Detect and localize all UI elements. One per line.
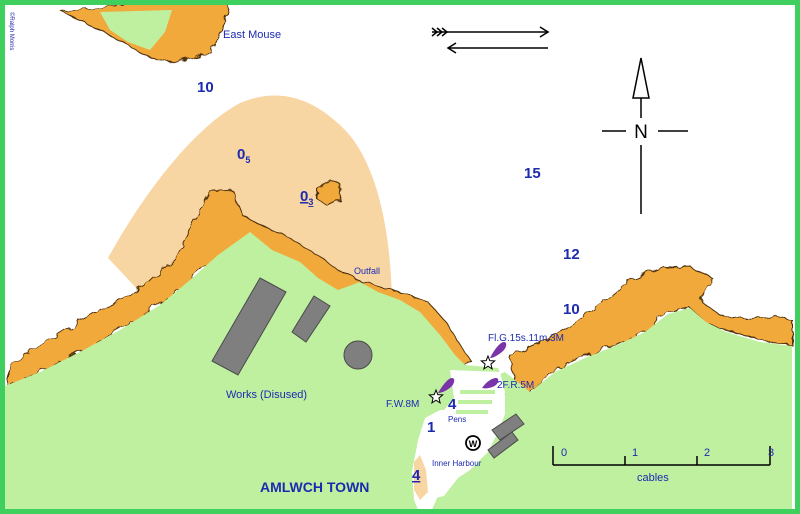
light-stars: [428, 354, 496, 405]
place-labels: East Mouse Outfall Works (Disused) Pens …: [223, 29, 482, 495]
scale-tick-label: 3: [768, 447, 774, 459]
depth-sounding: 15: [524, 165, 541, 182]
depth-sounding-drying: 05: [237, 146, 250, 165]
land: [0, 10, 792, 514]
scale-tick-label: 0: [561, 447, 567, 459]
east-light-flare-icon: [482, 378, 499, 389]
water-tap-icon: W: [465, 435, 481, 451]
light-flares: [438, 342, 507, 393]
depth-sounding-harbour: 1: [427, 419, 435, 436]
town-label: AMLWCH TOWN: [260, 479, 369, 495]
works-building-large: [211, 277, 287, 376]
breakwater-light-label: Fl.G.15s.11m.3M: [488, 333, 564, 344]
outfall-label: Outfall: [354, 266, 380, 276]
light-labels: Fl.G.15s.11m.3M F.W.8M 2F.R.5M: [386, 333, 564, 410]
pens-label: Pens: [448, 415, 466, 424]
compass-north-label: N: [634, 122, 648, 143]
depth-soundings: 10 15 12 10 05 03 4 1 4: [197, 79, 580, 484]
scale-tick-label: 2: [704, 447, 710, 459]
west-light-star-icon: [428, 388, 444, 405]
west-light-flare-icon: [438, 378, 455, 393]
scale-unit-label: cables: [637, 472, 669, 484]
east-coast-rock: [509, 265, 793, 393]
works-building-small: [291, 295, 331, 343]
east-land: [430, 308, 792, 514]
depth-sounding: 12: [563, 246, 580, 263]
buildings: [211, 277, 525, 459]
depth-sounding: 10: [197, 79, 214, 96]
east-light-label: 2F.R.5M: [497, 380, 534, 391]
depth-sounding-harbour: 4: [448, 396, 457, 413]
west-light-label: F.W.8M: [386, 399, 419, 410]
harbour-pens: [456, 390, 495, 414]
mainland: [0, 232, 502, 514]
drying-sand-area: [108, 95, 392, 301]
credit-text: ©Ralph Morris: [8, 12, 15, 50]
stream-arrows-icon: [431, 26, 550, 54]
inner-harbour-label: Inner Harbour: [432, 459, 482, 468]
small-rock: [317, 179, 343, 207]
harbour-building-2: [487, 431, 519, 459]
scale-tick-label: 1: [632, 447, 638, 459]
scale-bar: 0 1 2 3 cables: [552, 446, 774, 484]
east-mouse-label: East Mouse: [223, 29, 281, 41]
inner-harbour-sand: [414, 455, 428, 500]
breakwater-light-star-icon: [480, 354, 496, 371]
works-label: Works (Disused): [226, 389, 307, 401]
depth-sounding: 10: [563, 301, 580, 318]
breakwater-light-flare-icon: [490, 342, 507, 358]
depth-sounding-harbour-drying: 4: [412, 467, 421, 484]
works-round-tank: [343, 340, 373, 370]
east-mouse-island: [100, 10, 172, 50]
depth-sounding-drying: 03: [300, 188, 313, 207]
harbour-building-1: [491, 413, 525, 441]
water-tap-label: W: [469, 439, 478, 449]
north-arrow-icon: N: [602, 57, 688, 214]
